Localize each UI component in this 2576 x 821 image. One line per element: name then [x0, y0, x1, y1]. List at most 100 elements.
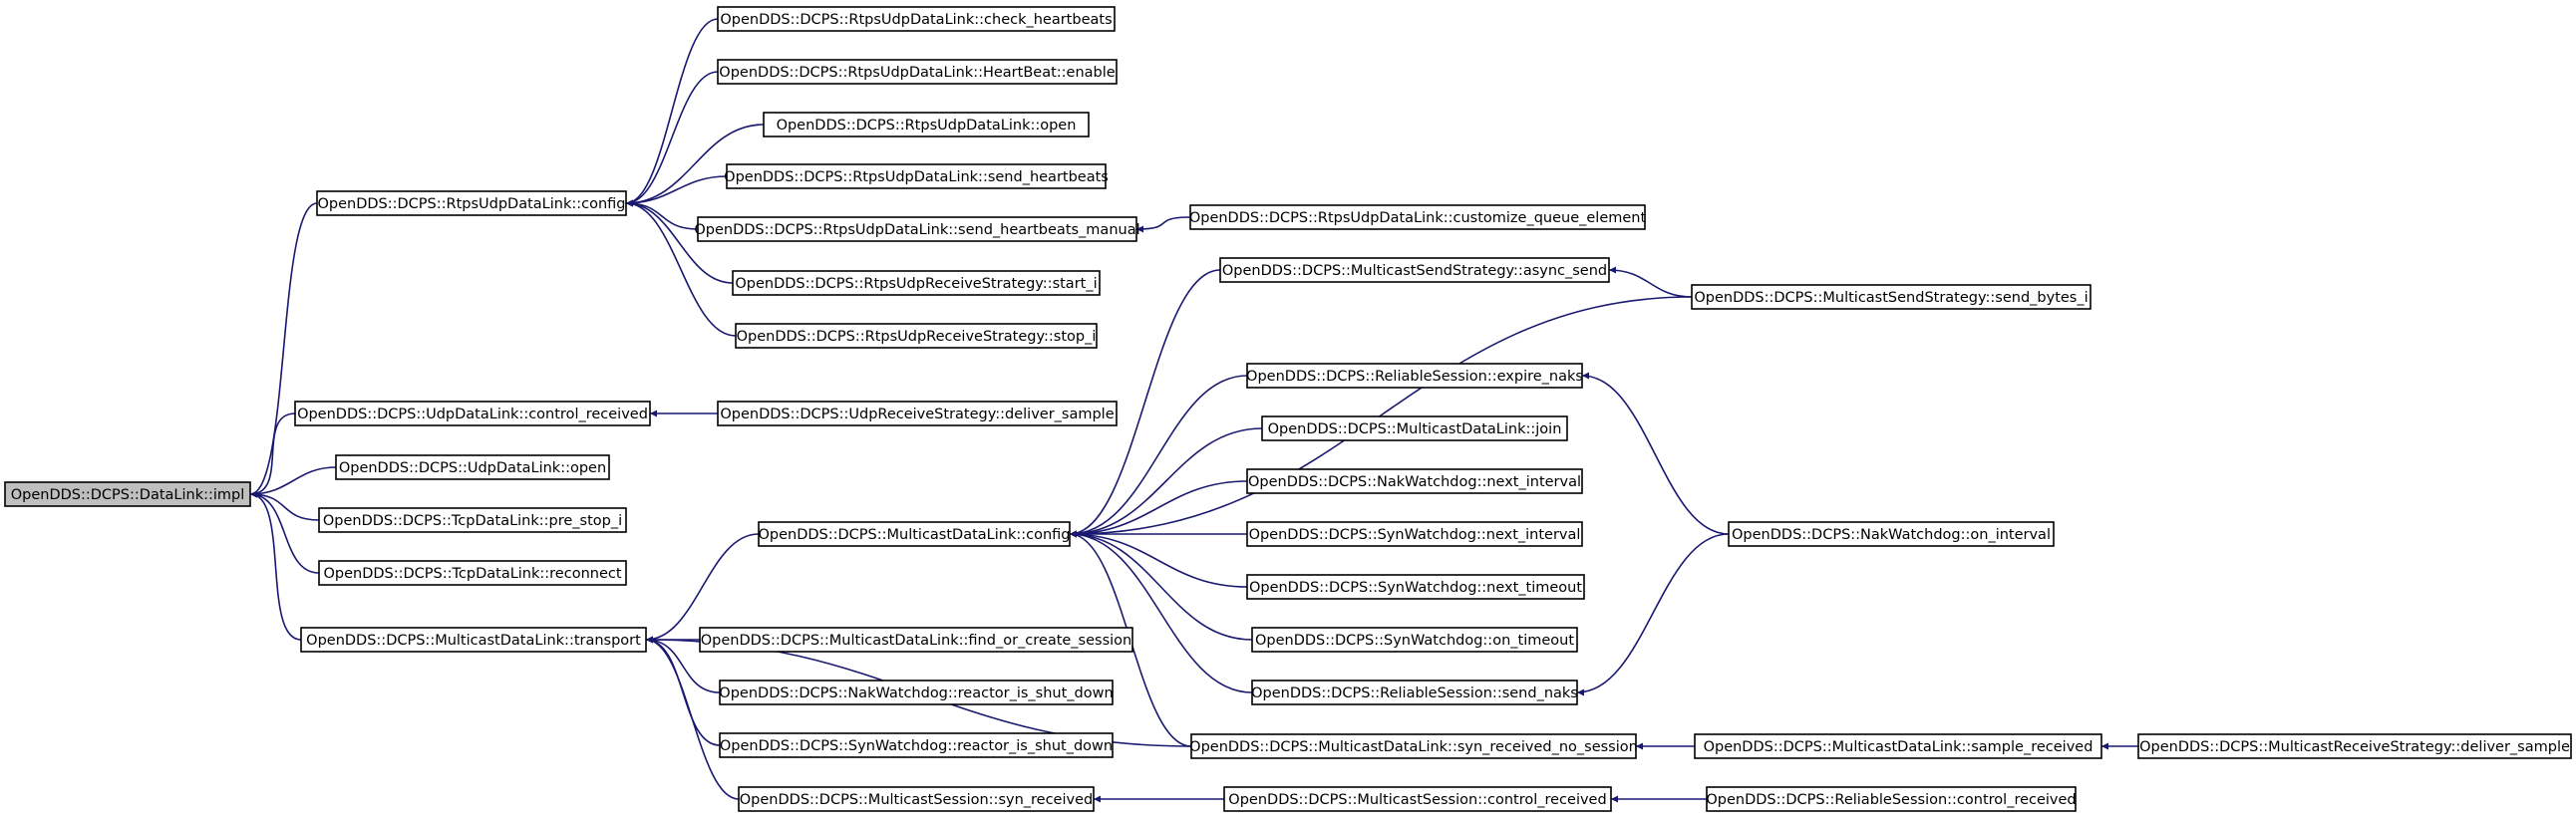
- edge-n19-to-n16: [1069, 375, 1248, 538]
- node-opendds-dcps-nakwatchdog-next-interval[interactable]: OpenDDS::DCPS::NakWatchdog::next_interva…: [1246, 468, 1583, 494]
- node-opendds-dcps-rtpsudpdatalink-check-heartbeats[interactable]: OpenDDS::DCPS::RtpsUdpDataLink::check_he…: [717, 6, 1116, 32]
- node-opendds-dcps-multicastsession-syn-received[interactable]: OpenDDS::DCPS::MulticastSession::syn_rec…: [738, 786, 1095, 812]
- node-box[interactable]: [1246, 468, 1583, 494]
- node-opendds-dcps-datalink-impl[interactable]: OpenDDS::DCPS::DataLink::impl: [4, 481, 251, 507]
- node-opendds-dcps-synwatchdog-next-interval[interactable]: OpenDDS::DCPS::SynWatchdog::next_interva…: [1246, 521, 1583, 547]
- node-box[interactable]: [318, 560, 627, 586]
- node-opendds-dcps-multicastdatalink-sample-received[interactable]: OpenDDS::DCPS::MulticastDataLink::sample…: [1694, 733, 2102, 759]
- node-opendds-dcps-multicastsendstrategy-async-send[interactable]: OpenDDS::DCPS::MulticastSendStrategy::as…: [1219, 257, 1610, 283]
- edge-n12-to-n0: [249, 466, 337, 498]
- node-label: OpenDDS::DCPS::UdpReceiveStrategy::deliv…: [720, 407, 1114, 422]
- node-box[interactable]: [1219, 257, 1610, 283]
- node-label: OpenDDS::DCPS::TcpDataLink::pre_stop_i: [323, 513, 622, 529]
- node-opendds-dcps-udpdatalink-open[interactable]: OpenDDS::DCPS::UdpDataLink::open: [335, 454, 610, 480]
- node-opendds-dcps-synwatchdog-on-timeout[interactable]: OpenDDS::DCPS::SynWatchdog::on_timeout: [1251, 627, 1578, 653]
- node-opendds-dcps-synwatchdog-next-timeout[interactable]: OpenDDS::DCPS::SynWatchdog::next_timeout: [1246, 574, 1585, 600]
- node-label: OpenDDS::DCPS::MulticastDataLink::transp…: [306, 633, 641, 649]
- node-opendds-dcps-tcpdatalink-pre-stop-i[interactable]: OpenDDS::DCPS::TcpDataLink::pre_stop_i: [318, 507, 627, 533]
- node-opendds-dcps-multicastdatalink-transport[interactable]: OpenDDS::DCPS::MulticastDataLink::transp…: [300, 627, 647, 653]
- node-opendds-dcps-multicastsendstrategy-send-bytes-i[interactable]: OpenDDS::DCPS::MulticastSendStrategy::se…: [1691, 284, 2092, 310]
- node-box[interactable]: [717, 59, 1118, 85]
- node-box[interactable]: [335, 454, 610, 480]
- node-opendds-dcps-rtpsudpdatalink-send-heartbeats-manual[interactable]: OpenDDS::DCPS::RtpsUdpDataLink::send_hea…: [694, 216, 1140, 242]
- node-box[interactable]: [316, 190, 627, 216]
- edge-n1-to-n0: [249, 202, 318, 498]
- node-box[interactable]: [1251, 680, 1578, 705]
- node-box[interactable]: [763, 112, 1090, 137]
- edge-n4-to-n1: [625, 124, 765, 207]
- node-opendds-dcps-multicastdatalink-find-or-create-session[interactable]: OpenDDS::DCPS::MulticastDataLink::find_o…: [699, 627, 1133, 653]
- node-label: OpenDDS::DCPS::RtpsUdpDataLink::send_hea…: [724, 169, 1109, 185]
- node-box[interactable]: [1691, 284, 2092, 310]
- edge-n15-to-n0: [249, 490, 302, 641]
- edge-n33-to-n15: [645, 636, 740, 800]
- node-opendds-dcps-reliablesession-control-received[interactable]: OpenDDS::DCPS::ReliableSession::control_…: [1706, 786, 2077, 812]
- node-label: OpenDDS::DCPS::MulticastReceiveStrategy:…: [2139, 739, 2570, 755]
- node-opendds-dcps-reliablesession-send-naks[interactable]: OpenDDS::DCPS::ReliableSession::send_nak…: [1251, 680, 1578, 705]
- edge-n2-to-n1: [625, 18, 719, 207]
- node-box[interactable]: [726, 163, 1107, 189]
- node-box[interactable]: [1189, 204, 1646, 230]
- node-opendds-dcps-rtpsudpdatalink-send-heartbeats[interactable]: OpenDDS::DCPS::RtpsUdpDataLink::send_hea…: [724, 163, 1109, 189]
- node-box[interactable]: [1190, 733, 1637, 759]
- node-opendds-dcps-reliablesession-expire-naks[interactable]: OpenDDS::DCPS::ReliableSession::expire_n…: [1246, 363, 1583, 389]
- node-label: OpenDDS::DCPS::MulticastSendStrategy::as…: [1222, 263, 1607, 279]
- node-box[interactable]: [1223, 786, 1612, 812]
- node-label: OpenDDS::DCPS::NakWatchdog::next_interva…: [1248, 474, 1581, 490]
- edge-n25-to-n16: [1069, 530, 1253, 641]
- node-box[interactable]: [1246, 574, 1585, 600]
- node-box[interactable]: [735, 323, 1098, 349]
- node-opendds-dcps-multicastsession-control-received[interactable]: OpenDDS::DCPS::MulticastSession::control…: [1223, 786, 1612, 812]
- node-label: OpenDDS::DCPS::RtpsUdpDataLink::check_he…: [720, 12, 1112, 28]
- node-opendds-dcps-multicastdatalink-syn-received-no-session[interactable]: OpenDDS::DCPS::MulticastDataLink::syn_re…: [1189, 733, 1638, 759]
- node-box[interactable]: [717, 401, 1118, 426]
- node-box[interactable]: [1261, 415, 1568, 441]
- node-box[interactable]: [1246, 521, 1583, 547]
- node-box[interactable]: [758, 521, 1071, 547]
- node-opendds-dcps-rtpsudpreceivestrategy-start-i[interactable]: OpenDDS::DCPS::RtpsUdpReceiveStrategy::s…: [732, 270, 1101, 296]
- node-box[interactable]: [2137, 733, 2572, 759]
- node-box[interactable]: [1706, 786, 2077, 812]
- node-opendds-dcps-rtpsudpreceivestrategy-stop-i[interactable]: OpenDDS::DCPS::RtpsUdpReceiveStrategy::s…: [735, 323, 1098, 349]
- edge-n13-to-n0: [249, 490, 320, 521]
- node-box[interactable]: [719, 680, 1114, 705]
- node-box[interactable]: [697, 216, 1137, 242]
- node-opendds-dcps-nakwatchdog-on-interval[interactable]: OpenDDS::DCPS::NakWatchdog::on_interval: [1728, 521, 2055, 547]
- node-opendds-dcps-rtpsudpdatalink-heartbeat-enable[interactable]: OpenDDS::DCPS::RtpsUdpDataLink::HeartBea…: [717, 59, 1118, 85]
- node-box[interactable]: [717, 6, 1116, 32]
- node-opendds-dcps-rtpsudpdatalink-open[interactable]: OpenDDS::DCPS::RtpsUdpDataLink::open: [763, 112, 1090, 137]
- node-box[interactable]: [1694, 733, 2102, 759]
- edge-n18-to-n16: [1069, 296, 1693, 538]
- node-label: OpenDDS::DCPS::MulticastDataLink::find_o…: [701, 633, 1131, 649]
- node-box[interactable]: [1246, 363, 1583, 389]
- node-opendds-dcps-nakwatchdog-reactor-is-shut-down[interactable]: OpenDDS::DCPS::NakWatchdog::reactor_is_s…: [719, 680, 1114, 705]
- node-label: OpenDDS::DCPS::ReliableSession::control_…: [1706, 792, 2076, 808]
- node-opendds-dcps-multicastdatalink-config[interactable]: OpenDDS::DCPS::MulticastDataLink::config: [758, 521, 1071, 547]
- node-opendds-dcps-udpdatalink-control-received[interactable]: OpenDDS::DCPS::UdpDataLink::control_rece…: [294, 401, 651, 426]
- node-box[interactable]: [1251, 627, 1578, 653]
- node-box[interactable]: [318, 507, 627, 533]
- edge-n9-to-n1: [625, 199, 737, 337]
- node-box[interactable]: [294, 401, 651, 426]
- node-box[interactable]: [732, 270, 1101, 296]
- edge-n24-to-n16: [1069, 530, 1248, 588]
- node-box[interactable]: [719, 732, 1114, 758]
- edge-n22-to-n16: [1069, 480, 1248, 538]
- node-opendds-dcps-multicastdatalink-join[interactable]: OpenDDS::DCPS::MulticastDataLink::join: [1261, 415, 1568, 441]
- node-opendds-dcps-synwatchdog-reactor-is-shut-down[interactable]: OpenDDS::DCPS::SynWatchdog::reactor_is_s…: [719, 732, 1114, 758]
- node-box[interactable]: [1728, 521, 2055, 547]
- edge-n18-to-n17: [1608, 266, 1693, 298]
- node-box[interactable]: [699, 627, 1133, 653]
- node-opendds-dcps-udpreceivestrategy-deliver-sample[interactable]: OpenDDS::DCPS::UdpReceiveStrategy::deliv…: [717, 401, 1118, 426]
- node-label: OpenDDS::DCPS::UdpDataLink::control_rece…: [297, 407, 648, 422]
- node-opendds-dcps-multicastreceivestrategy-deliver-sample[interactable]: OpenDDS::DCPS::MulticastReceiveStrategy:…: [2137, 733, 2572, 759]
- edge-n17-to-n16: [1069, 269, 1221, 538]
- node-box[interactable]: [300, 627, 647, 653]
- node-box[interactable]: [4, 481, 251, 507]
- node-opendds-dcps-rtpsudpdatalink-customize-queue-element[interactable]: OpenDDS::DCPS::RtpsUdpDataLink::customiz…: [1189, 204, 1647, 230]
- node-box[interactable]: [738, 786, 1095, 812]
- node-opendds-dcps-rtpsudpdatalink-config[interactable]: OpenDDS::DCPS::RtpsUdpDataLink::config: [316, 190, 627, 216]
- node-opendds-dcps-tcpdatalink-reconnect[interactable]: OpenDDS::DCPS::TcpDataLink::reconnect: [318, 560, 627, 586]
- node-label: OpenDDS::DCPS::MulticastSession::syn_rec…: [740, 792, 1093, 808]
